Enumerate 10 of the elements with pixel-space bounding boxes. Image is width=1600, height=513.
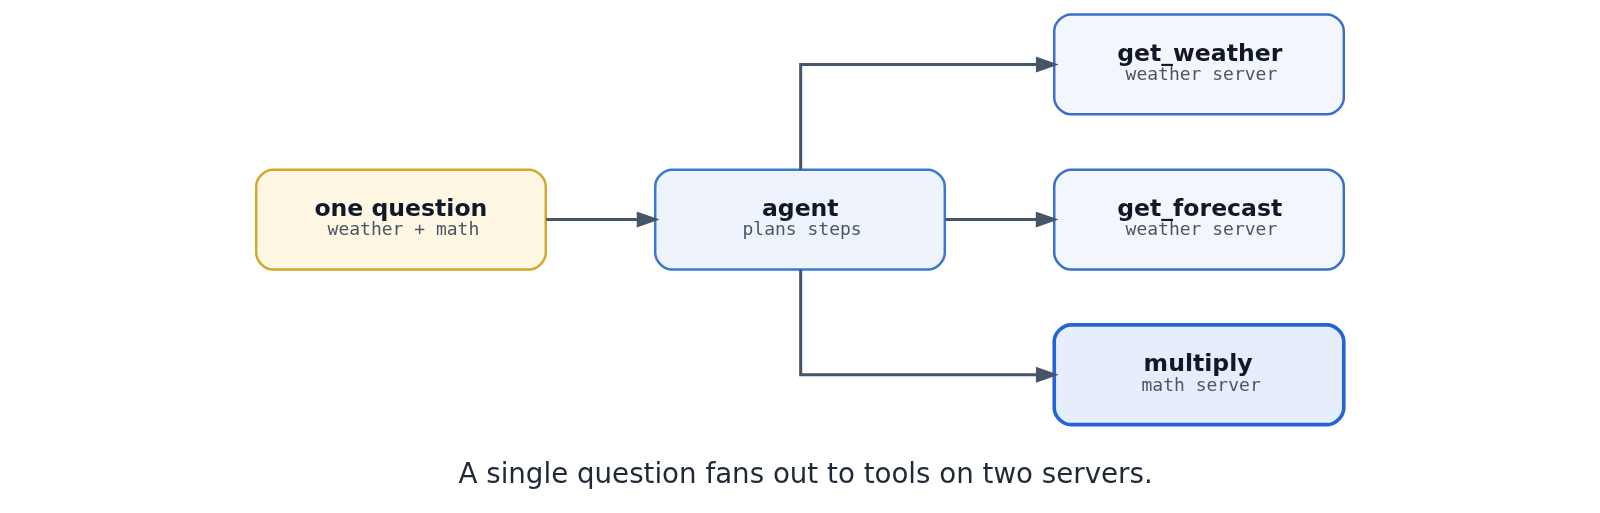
arrow — [799, 55, 1059, 170]
node-box: one question weather + math — [254, 167, 547, 271]
node-box: agent plans steps — [653, 167, 947, 271]
arrow — [546, 211, 660, 228]
arrow — [945, 211, 1059, 228]
node-box: get_forecast weather server — [1053, 167, 1346, 271]
node-box: multiply math server — [1052, 322, 1346, 426]
caption: A single question fans out to tools on two servers. — [458, 456, 1153, 490]
arrow — [799, 269, 1059, 383]
node-box: get_weather weather server — [1053, 12, 1346, 116]
